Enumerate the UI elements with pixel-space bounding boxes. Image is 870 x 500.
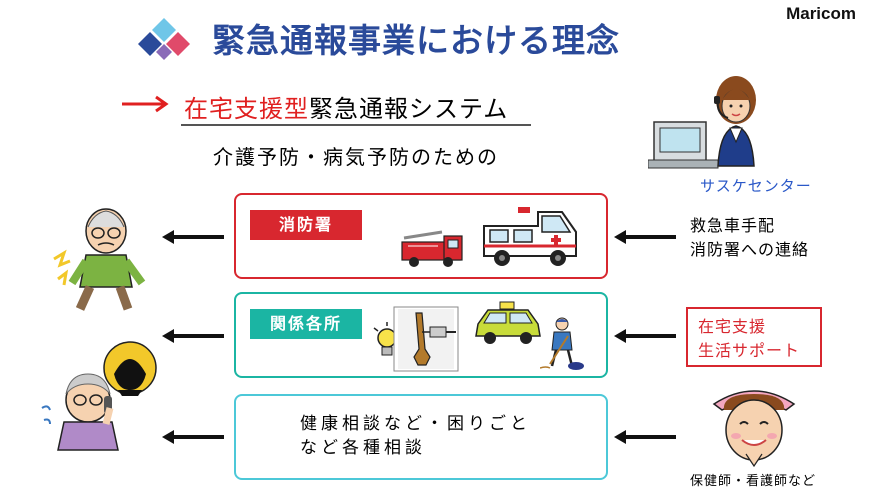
ambulance-icon: [483, 207, 577, 266]
notify-line-2: 消防署への連絡: [690, 240, 810, 259]
subtitle-accent: 在宅支援型: [184, 95, 309, 123]
left-arrow-icon: [614, 329, 676, 343]
fire-notify-text: 救急車手配 消防署への連絡: [690, 214, 809, 262]
home-support-box: 在宅支援 生活サポート: [686, 307, 822, 367]
relations-tag: 関係各所: [250, 309, 362, 339]
elderly-woman-phone-illustration: [41, 341, 157, 451]
red-arrow-icon: [122, 95, 169, 113]
consultation-box: [234, 394, 608, 480]
tools-icon: [393, 306, 459, 372]
left-arrow-icon: [162, 329, 224, 343]
logo-icon: [138, 18, 190, 60]
support-line-2: 生活サポート: [698, 341, 801, 360]
left-arrow-icon: [614, 430, 676, 444]
notify-line-1: 救急車手配: [690, 216, 776, 235]
taxi-icon: [475, 301, 541, 344]
page-title: 緊急通報事業における理念: [212, 21, 620, 60]
operator-illustration: [648, 76, 756, 169]
support-line-1: 在宅支援: [698, 317, 767, 336]
subtitle: 在宅支援型緊急通報システム: [184, 89, 508, 124]
fire-department-tag: 消防署: [250, 210, 362, 240]
consultation-line-2: など各種相談: [300, 438, 426, 458]
nurse-label: 保健師・看護師など: [690, 474, 817, 489]
nurse-illustration: [712, 390, 796, 468]
left-arrow-icon: [162, 430, 224, 444]
subtitle-underline: [181, 124, 531, 126]
call-center-label: サスケセンター: [700, 177, 812, 195]
consultation-line-1: 健康相談など・困りごと: [300, 414, 531, 434]
left-arrow-icon: [162, 230, 224, 244]
fire-truck-icon: [401, 230, 463, 267]
helper-cleaning-icon: [540, 317, 584, 370]
subtitle-rest: 緊急通報システム: [309, 95, 509, 123]
brand-name: Maricom: [786, 4, 856, 23]
caption: 介護予防・病気予防のための: [213, 145, 499, 169]
consultation-text: 健康相談など・困りごと など各種相談: [300, 412, 531, 460]
elderly-man-fall-illustration: [53, 208, 146, 311]
left-arrow-icon: [614, 230, 676, 244]
